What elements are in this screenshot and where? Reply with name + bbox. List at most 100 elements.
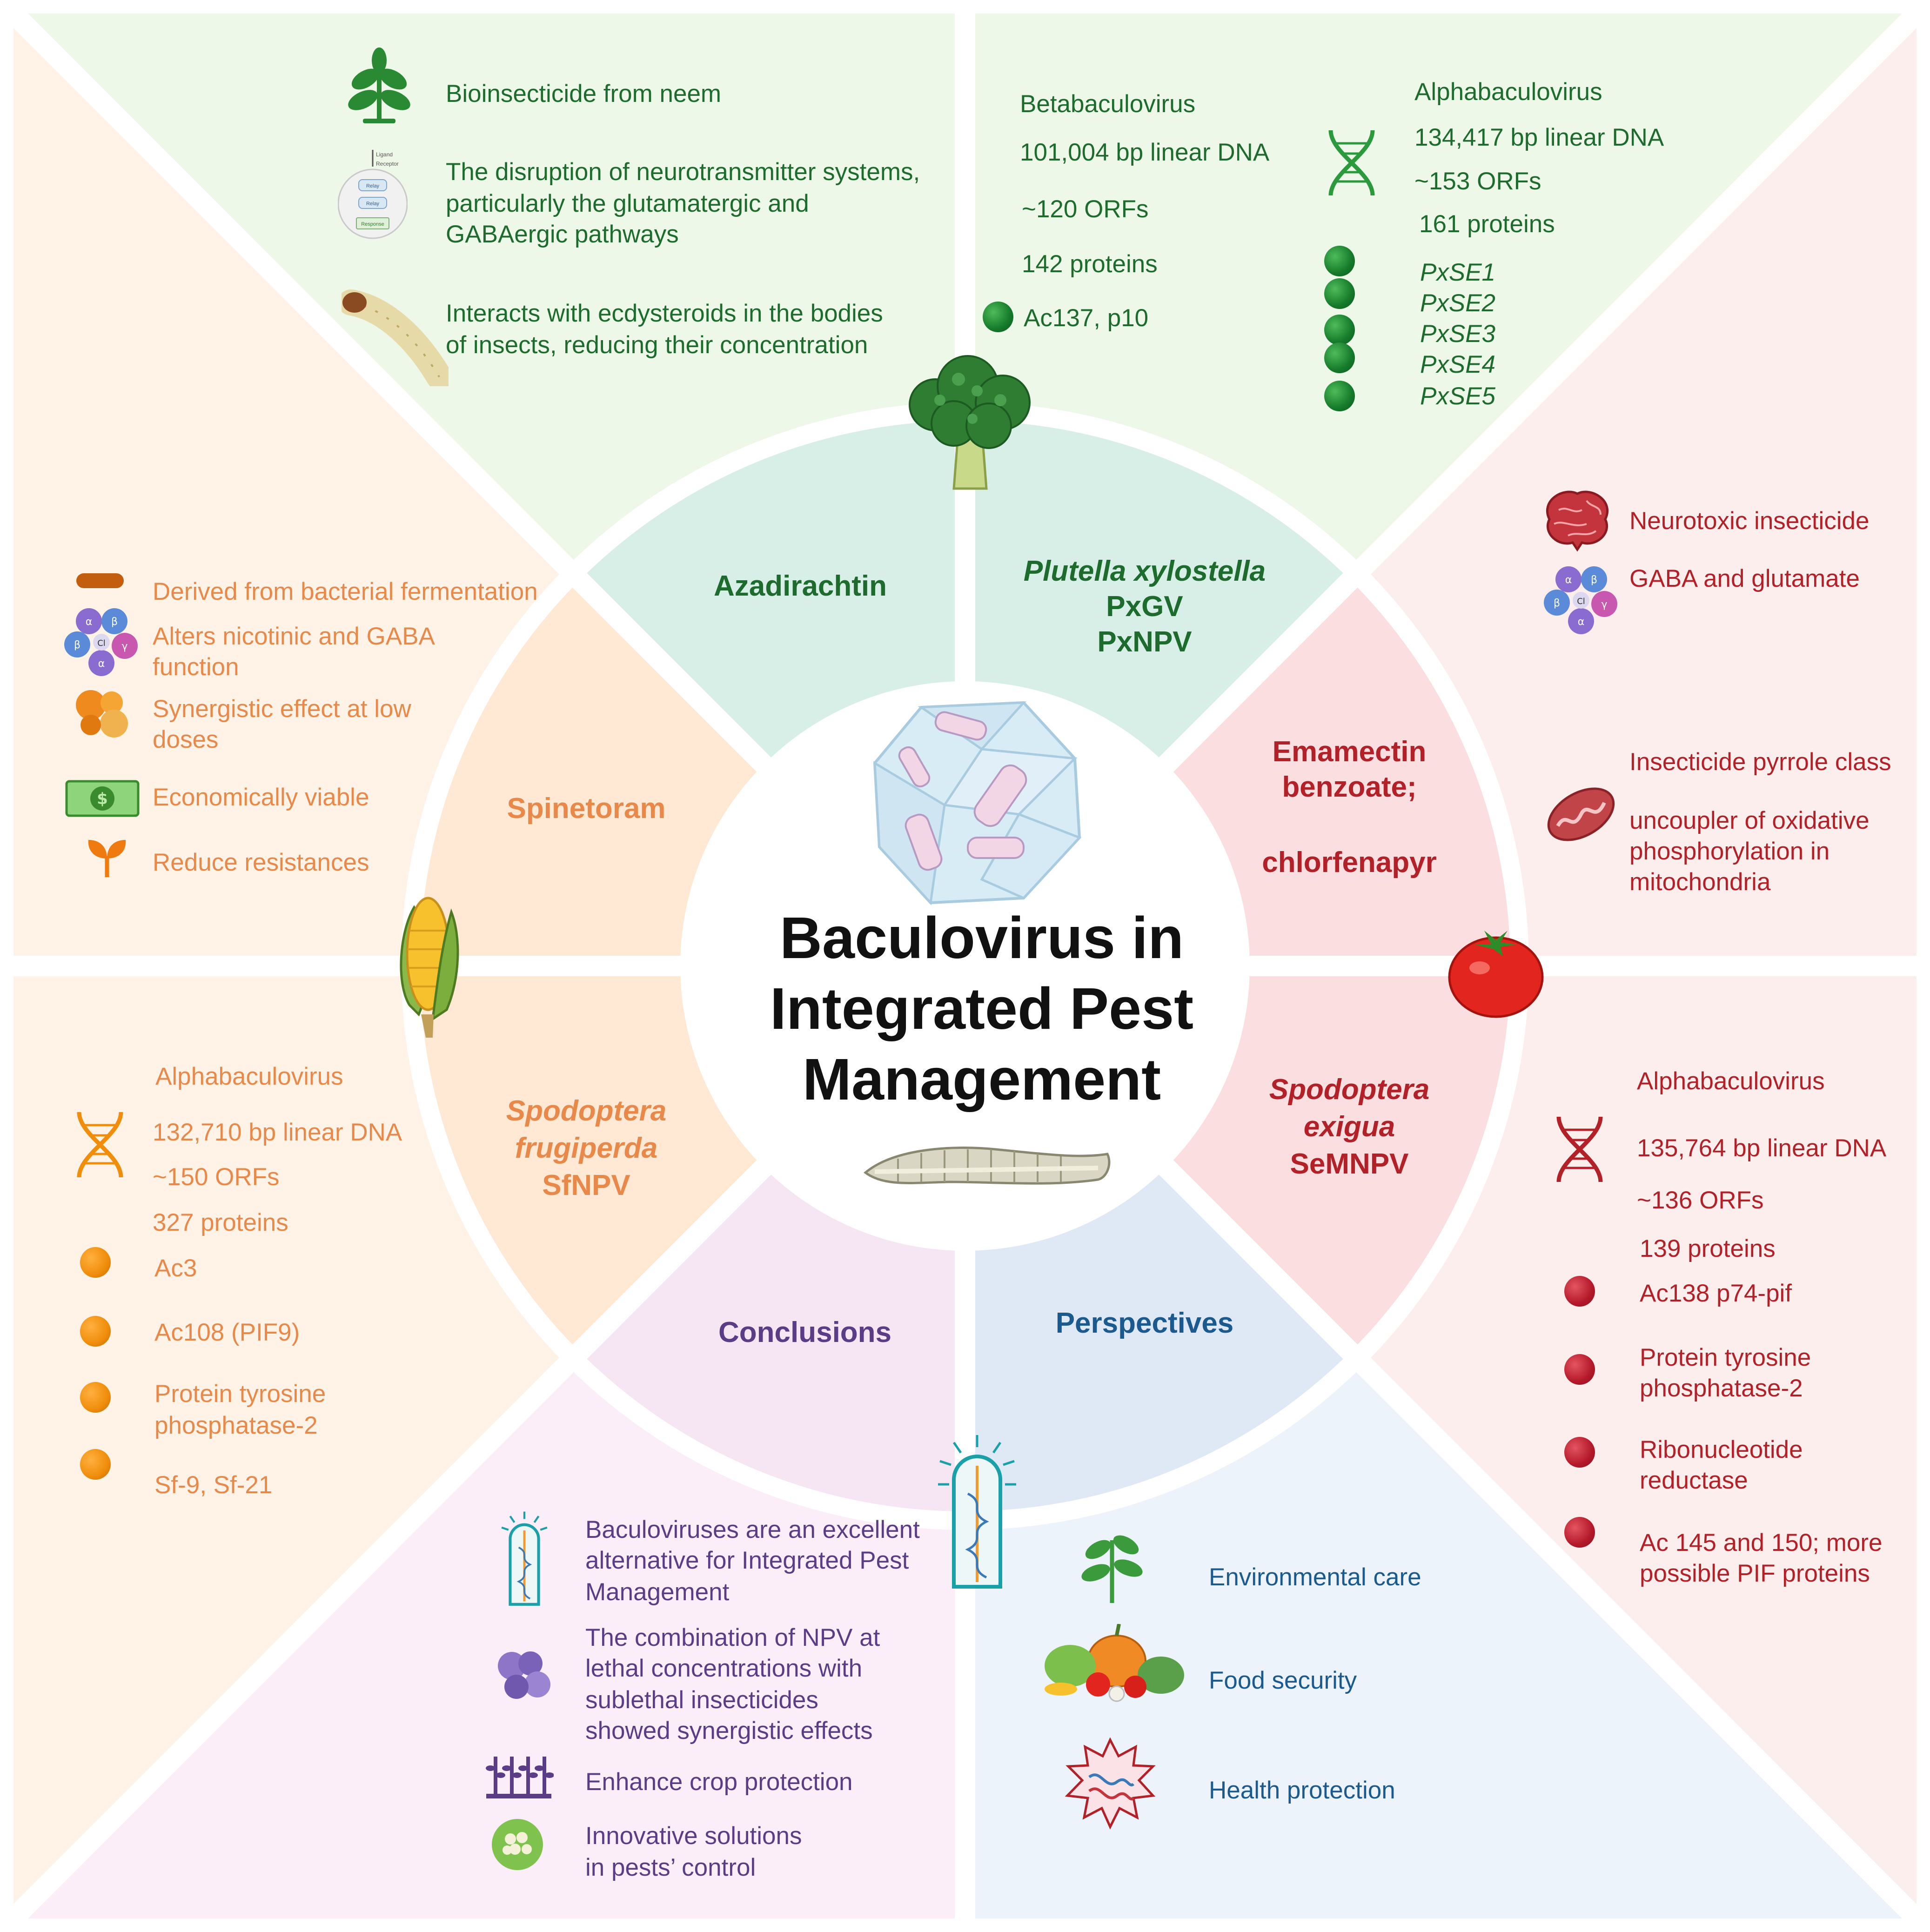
gene-dot [80,1382,111,1413]
ring-label-emamectin-1: Emamectin [1272,736,1427,768]
subunit-gamma: γ [1601,599,1607,610]
broccoli-icon [909,355,1031,490]
gene-dot [80,1316,111,1347]
center-circle [680,681,1250,1251]
azadirachtin-item-2-line-3: GABAergic pathways [446,221,679,248]
plutella-gene-pxse5: PxSE5 [1420,382,1496,410]
receptor-ligand-label: Ligand [376,151,393,158]
ring-label-plutella-pxgv: PxGV [1106,590,1183,623]
gene-dot [1324,278,1355,309]
bacterium-icon [76,573,124,588]
ring-label-frugiperda-1: Spodoptera [506,1095,667,1127]
gene-dot [1324,342,1355,373]
receptor-relay1-label: Relay [366,183,380,189]
spinetoram-item-3-line-1: Synergistic effect at low [153,695,411,723]
ring-label-spinetoram: Spinetoram [507,792,666,825]
synergy-cells-icon [76,690,128,738]
frugiperda-dna: 132,710 bp linear DNA [153,1119,402,1146]
conclusions-item-4-line-2: in pests’ control [585,1854,756,1881]
corn-icon [400,897,459,1038]
spinetoram-item-4: Economically viable [153,784,369,811]
emamectin-item-1: Neurotoxic insecticide [1629,507,1870,535]
plutella-gene-pxse1: PxSE1 [1420,259,1496,286]
frugiperda-orfs: ~150 ORFs [153,1163,280,1191]
ring-label-chlorfenapyr: chlorfenapyr [1262,846,1437,879]
tomato-icon [1448,931,1544,1018]
crops-icon [486,1757,554,1798]
receptor-relay2-label: Relay [366,201,380,207]
pest-control-icon [492,1819,543,1870]
gene-dot [1564,1354,1595,1385]
gaba-receptor-icon: α β β γ α Cl [1544,566,1617,634]
exigua-orfs: ~136 ORFs [1637,1187,1764,1214]
gene-dot [80,1449,111,1480]
plutella-beta-gene: Ac137, p10 [1024,304,1149,332]
gene-dot [1564,1437,1595,1468]
azadirachtin-item-3-line-2: of insects, reducing their concentration [446,331,868,359]
ring-label-emamectin-2: benzoate; [1282,771,1417,803]
ring-sector-azadirachtin [579,421,965,765]
exigua-gene-2-line-2: phosphatase-2 [1640,1375,1803,1402]
emamectin-item-2: GABA and glutamate [1629,565,1860,592]
plutella-gene-pxse3: PxSE3 [1420,320,1496,348]
spinetoram-item-2-line-2: function [153,653,239,681]
dna-icon [77,1112,123,1178]
conclusions-item-1-line-1: Baculoviruses are an excellent [585,1516,920,1543]
emamectin-item-4-line-1: uncoupler of oxidative [1629,807,1870,834]
money-icon: $ [65,780,140,817]
spinetoram-item-5: Reduce resistances [153,849,369,876]
ring-sector-emamectin [1166,580,1510,966]
gene-dot [1564,1517,1595,1548]
ring-label-frugiperda-2: frugiperda [515,1132,658,1164]
subunit-beta: β [111,616,118,628]
seedling-icon [1081,1535,1143,1603]
ring-sector-spinetoram [420,580,764,966]
subunit-alpha: α [86,616,93,628]
azadirachtin-item-2-line-1: The disruption of neurotransmitter syste… [446,158,920,186]
perspectives-item-1: Environmental care [1209,1563,1421,1591]
ring-sector-frugiperda [420,966,764,1352]
plutella-beta-orfs: ~120 ORFs [1022,195,1149,223]
conclusions-item-1-line-2: alternative for Integrated Pest [585,1547,909,1574]
perspectives-item-2: Food security [1209,1667,1357,1694]
azadirachtin-item-1: Bioinsecticide from neem [446,80,722,107]
exigua-proteins: 139 proteins [1640,1235,1776,1262]
perspectives-item-3: Health protection [1209,1777,1395,1804]
ring-label-frugiperda-sfnpv: SfNPV [542,1169,630,1201]
conclusions-item-2-line-3: sublethal insecticides [585,1686,818,1714]
main-title: Baculovirus in Integrated Pest Managemen… [770,905,1194,1112]
ring-label-azadirachtin: Azadirachtin [713,570,887,602]
conclusions-item-4-line-1: Innovative solutions [585,1822,802,1850]
neem-plant-icon [348,47,410,123]
exigua-gene-4-line-1: Ac 145 and 150; more [1640,1529,1883,1556]
gene-dot [1324,381,1355,411]
frugiperda-gene-4: Sf-9, Sf-21 [154,1471,273,1499]
cell-cluster-icon [498,1651,550,1699]
spinetoram-item-1: Derived from bacterial fermentation [153,578,538,605]
gene-dot [1324,315,1355,345]
emamectin-item-4-line-2: phosphorylation in [1629,838,1830,865]
ring-sector-conclusions [579,1167,965,1511]
dna-icon [1328,130,1375,196]
gene-dot [983,302,1013,332]
conclusions-item-2-line-2: lethal concentrations with [585,1655,863,1682]
receptor-response-label: Response [361,221,384,227]
frugiperda-gene-3-line-2: phosphatase-2 [154,1412,318,1439]
emamectin-item-4-line-3: mitochondria [1629,868,1771,896]
ring-sector-plutella [965,421,1351,765]
plutella-gene-pxse4: PxSE4 [1420,351,1496,378]
ring-label-conclusions: Conclusions [718,1316,892,1348]
gene-dot [80,1247,111,1278]
brain-icon [1546,490,1609,552]
plutella-beta-dna: 101,004 bp linear DNA [1020,139,1270,166]
ring-label-plutella-name: Plutella xylostella [1023,555,1266,587]
subunit-alpha: α [98,658,105,670]
plutella-gene-pxse2: PxSE2 [1420,289,1496,317]
chloride-label: Cl [1577,597,1585,606]
exigua-gene-3-line-2: reductase [1640,1467,1748,1494]
exigua-gene-4-line-2: possible PIF proteins [1640,1560,1870,1587]
plutella-beta-title: Betabaculovirus [1020,90,1196,118]
exigua-title: Alphabaculovirus [1637,1067,1825,1095]
emamectin-item-3: Insecticide pyrrole class [1629,748,1891,776]
